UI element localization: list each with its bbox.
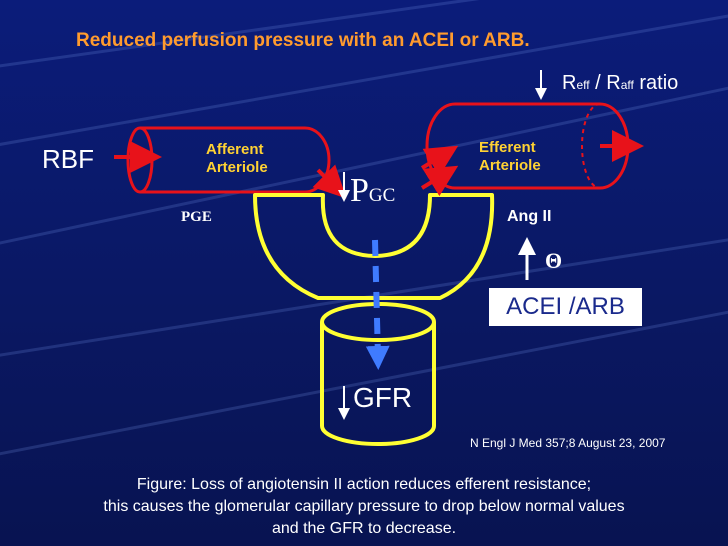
pgc-main: P bbox=[350, 172, 369, 209]
acei-arb-box: ACEI /ARB bbox=[489, 288, 642, 326]
afferent-line2: Arteriole bbox=[206, 159, 268, 176]
caption-line3: and the GFR to decrease. bbox=[271, 520, 457, 537]
efferent-arteriole-label: Efferent Arteriole bbox=[479, 139, 541, 175]
ratio-sep: / bbox=[589, 72, 607, 94]
efferent-line1: Efferent bbox=[479, 139, 536, 156]
ang-ii-label: Ang II bbox=[507, 208, 552, 225]
caption-line2: this causes the glomerular capillary pre… bbox=[103, 498, 625, 515]
pgc-sub: GC bbox=[368, 185, 396, 206]
inhibition-symbol: Θ bbox=[545, 248, 563, 273]
citation: N Engl J Med 357;8 August 23, 2007 bbox=[470, 436, 666, 450]
figure-caption: Figure: Loss of angiotensin II action re… bbox=[0, 474, 728, 540]
afferent-flow-arrow bbox=[312, 164, 347, 199]
rbf-label: RBF bbox=[42, 144, 94, 174]
ratio-r2-sub: aff bbox=[620, 78, 634, 92]
efferent-line2: Arteriole bbox=[479, 157, 541, 174]
efferent-flow-arrow-2 bbox=[420, 165, 459, 197]
pge-label: PGE bbox=[181, 209, 212, 225]
resistance-ratio-label: Reff / Raff ratio bbox=[562, 72, 678, 95]
glomerulus bbox=[253, 193, 495, 300]
afferent-arteriole-label: Afferent Arteriole bbox=[206, 141, 268, 177]
slide-title: Reduced perfusion pressure with an ACEI … bbox=[76, 30, 530, 51]
afferent-line1: Afferent bbox=[206, 141, 264, 158]
ratio-suffix: ratio bbox=[633, 72, 679, 94]
pgc-label: PGC bbox=[350, 172, 395, 210]
efferent-flow-arrow-1 bbox=[420, 145, 459, 177]
gfr-label: GFR bbox=[353, 382, 413, 413]
ratio-r1: R bbox=[562, 72, 577, 94]
filtration-arrow bbox=[365, 239, 390, 370]
ratio-r2: R bbox=[606, 72, 621, 94]
ratio-r1-sub: eff bbox=[576, 78, 590, 92]
efferent-arteriole bbox=[425, 102, 630, 190]
caption-line1: Figure: Loss of angiotensin II action re… bbox=[136, 476, 592, 493]
